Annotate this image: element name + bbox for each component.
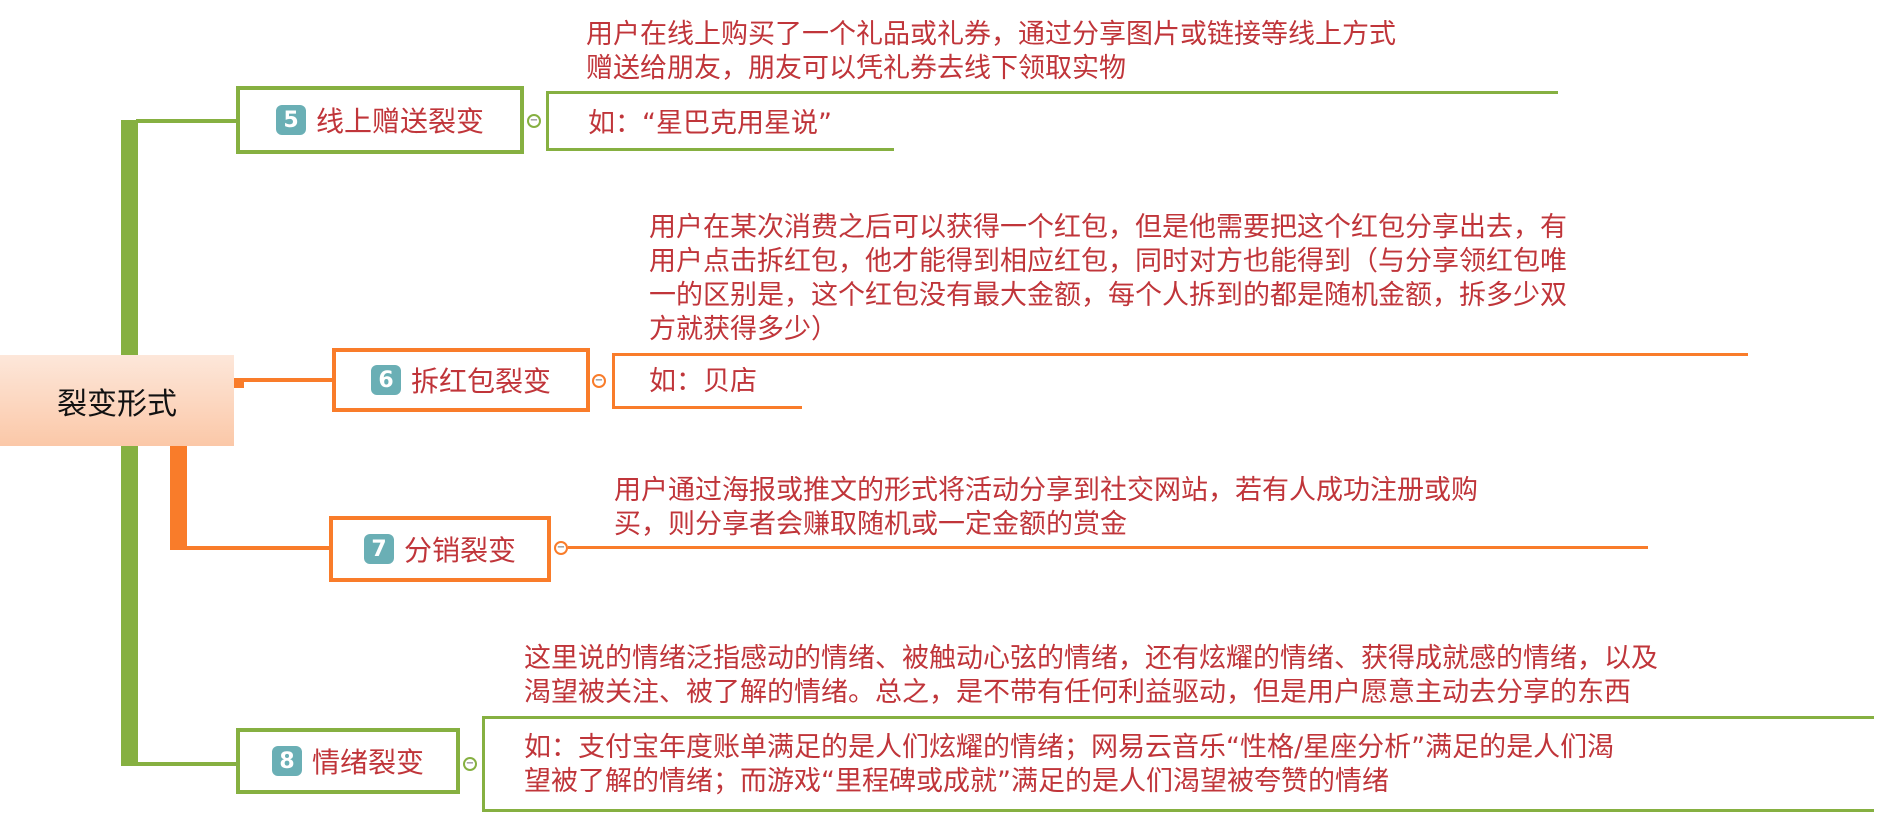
priority-badge: 8 (271, 746, 302, 776)
description-line: 用户通过海报或推文的形式将活动分享到社交网站，若有人成功注册或购 (614, 475, 1478, 506)
priority-badge: 5 (275, 105, 306, 135)
green-trunk-upper (121, 120, 138, 356)
priority-badge: 6 (370, 365, 401, 395)
description-line: 一的区别是，这个红包没有最大金额，每个人拆到的都是随机金额，拆多少双 (649, 280, 1567, 311)
description-line: 赠送给朋友，朋友可以凭礼券去线下领取实物 (586, 53, 1126, 84)
description-line: 买，则分享者会赚取随机或一定金额的赏金 (614, 509, 1127, 540)
connector-7 (185, 546, 329, 550)
topic-red-packet[interactable]: 6 拆红包裂变 (332, 348, 590, 412)
orange-trunk (170, 446, 187, 550)
connector-8 (136, 762, 236, 766)
description-text: 这里说的情绪泛指感动的情绪、被触动心弦的情绪，还有炫耀的情绪、获得成就感的情绪，… (524, 642, 1658, 710)
example-text: 如：贝店 (649, 366, 757, 397)
description-line: 用户在某次消费之后可以获得一个红包，但是他需要把这个红包分享出去，有 (649, 212, 1567, 243)
root-label: 裂变形式 (57, 386, 177, 422)
desc-underline (568, 546, 1648, 549)
example-line: 如：支付宝年度账单满足的是人们炫耀的情绪；网易云音乐“性格/星座分析”满足的是人… (524, 732, 1615, 763)
desc-underline (612, 353, 1748, 356)
orange-stub (234, 378, 244, 388)
example-border-left (482, 716, 485, 812)
collapse-toggle[interactable]: − (554, 541, 568, 555)
green-trunk-lower (121, 446, 138, 766)
topic-label: 线上赠送裂变 (315, 105, 484, 138)
desc-underline (546, 91, 1558, 94)
description-line: 用户点击拆红包，他才能得到相应红包，同时对方也能得到（与分享领红包唯 (649, 246, 1567, 277)
example-border-left (612, 353, 615, 409)
collapse-toggle[interactable]: − (592, 374, 606, 388)
example-underline (482, 809, 1874, 812)
topic-label: 情绪裂变 (311, 746, 424, 779)
connector-6 (234, 378, 332, 382)
description-text: 用户在线上购买了一个礼品或礼券，通过分享图片或链接等线上方式 赠送给朋友，朋友可… (586, 18, 1396, 86)
example-line: 望被了解的情绪；而游戏“里程碑或成就”满足的是人们渴望被夸赞的情绪 (524, 766, 1389, 797)
description-line: 这里说的情绪泛指感动的情绪、被触动心弦的情绪，还有炫耀的情绪、获得成就感的情绪，… (524, 643, 1658, 674)
example-text: 如：支付宝年度账单满足的是人们炫耀的情绪；网易云音乐“性格/星座分析”满足的是人… (524, 731, 1614, 799)
example-underline (612, 406, 802, 409)
topic-online-gift[interactable]: 5 线上赠送裂变 (236, 86, 524, 154)
example-text: 如：“星巴克用星说” (588, 108, 832, 139)
example-underline (546, 148, 894, 151)
example-border-left (546, 91, 549, 151)
topic-emotion[interactable]: 8 情绪裂变 (236, 728, 460, 794)
description-text: 用户通过海报或推文的形式将活动分享到社交网站，若有人成功注册或购 买，则分享者会… (614, 474, 1478, 542)
collapse-toggle[interactable]: − (527, 114, 541, 128)
collapse-toggle[interactable]: − (463, 757, 477, 771)
description-line: 用户在线上购买了一个礼品或礼券，通过分享图片或链接等线上方式 (586, 19, 1396, 50)
topic-label: 拆红包裂变 (410, 365, 551, 398)
description-line: 渴望被关注、被了解的情绪。总之，是不带有任何利益驱动，但是用户愿意主动去分享的东… (524, 677, 1631, 708)
connector-5 (136, 119, 236, 123)
priority-badge: 7 (363, 534, 394, 564)
topic-label: 分销裂变 (403, 534, 516, 567)
topic-distribution[interactable]: 7 分销裂变 (329, 516, 551, 582)
description-text: 用户在某次消费之后可以获得一个红包，但是他需要把这个红包分享出去，有 用户点击拆… (649, 211, 1567, 347)
root-topic[interactable]: 裂变形式 (0, 355, 234, 446)
desc-underline (482, 716, 1874, 719)
description-line: 方就获得多少） (649, 314, 838, 345)
